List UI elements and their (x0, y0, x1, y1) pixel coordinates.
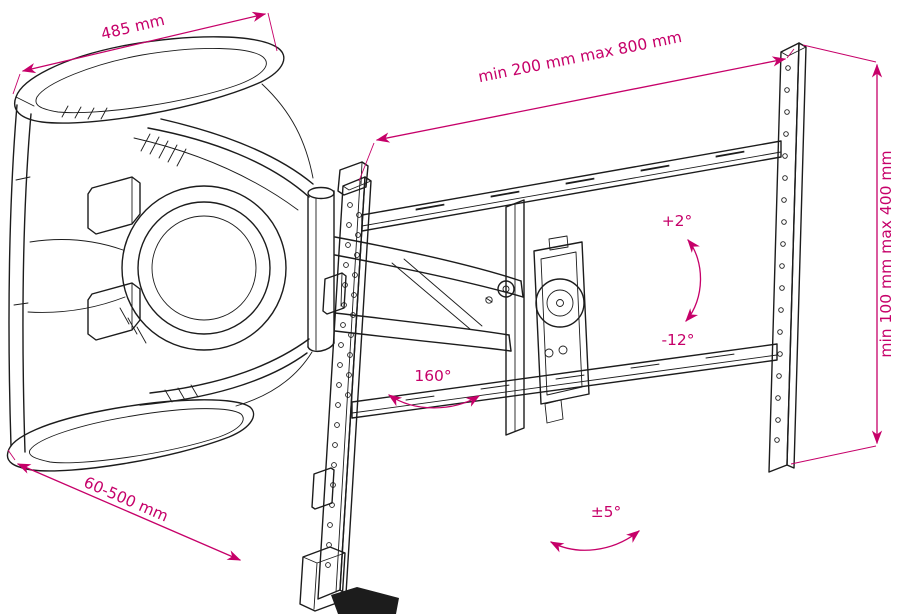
articulating-arm-lower (334, 312, 512, 352)
upper-crossbar (361, 140, 782, 232)
bracket-line-art (6, 36, 807, 614)
rail-top-clip (337, 161, 369, 196)
angle-swivel: 160° (388, 367, 480, 409)
label-tilt-down: -12° (661, 331, 694, 349)
tilt-bracket (505, 199, 590, 436)
wall-plate-column (8, 104, 126, 453)
label-level-adjust: ±5° (591, 503, 622, 521)
dimension-wall-plate-width: 485 mm (12, 11, 278, 95)
pivot-clip (322, 272, 347, 315)
vesa-rail-near-holes (325, 202, 362, 568)
dimension-vesa-height-range: min 100 mm max 400 mm (790, 44, 895, 465)
label-wall-distance-range: 60-500 mm (81, 473, 171, 525)
label-wall-plate-width: 485 mm (99, 11, 166, 43)
lower-arm-cover (139, 338, 313, 407)
label-extension-range: min 200 mm max 800 mm (477, 28, 684, 86)
rail-mid-clip (311, 467, 335, 510)
dimension-extension-range: min 200 mm max 800 mm (358, 28, 795, 182)
wall-plate-top-cover (14, 36, 285, 124)
vesa-rail-far-holes (774, 65, 791, 443)
swivel-joint-hub (121, 185, 287, 351)
rail-foot-bracket (299, 546, 399, 614)
tilt-screw (544, 348, 554, 358)
label-vesa-height-range: min 100 mm max 400 mm (877, 150, 895, 357)
dimension-wall-distance-range: 60-500 mm (7, 449, 242, 561)
articulating-arm-upper (334, 236, 524, 298)
hatch-shading (61, 105, 199, 403)
pivot-column (307, 186, 335, 353)
label-swivel-angle: 160° (414, 367, 451, 385)
upper-arm-cover (133, 83, 314, 211)
wall-plate-clip-upper (87, 176, 141, 235)
arm-brace (391, 258, 483, 330)
wall-plate-clip-lower (87, 282, 141, 341)
angle-tilt: +2° -12° (661, 212, 702, 349)
arm-joint-bolt (485, 280, 515, 304)
vesa-rail-far (768, 42, 807, 473)
tilt-knob (535, 278, 585, 328)
angle-level-adjust: ±5° (549, 503, 640, 553)
label-tilt-up: +2° (662, 212, 693, 230)
wall-plate-bottom-cover (6, 399, 255, 472)
vesa-rail-near (317, 176, 372, 600)
foot-spacer-block (331, 587, 399, 614)
tilt-screw (558, 345, 568, 355)
